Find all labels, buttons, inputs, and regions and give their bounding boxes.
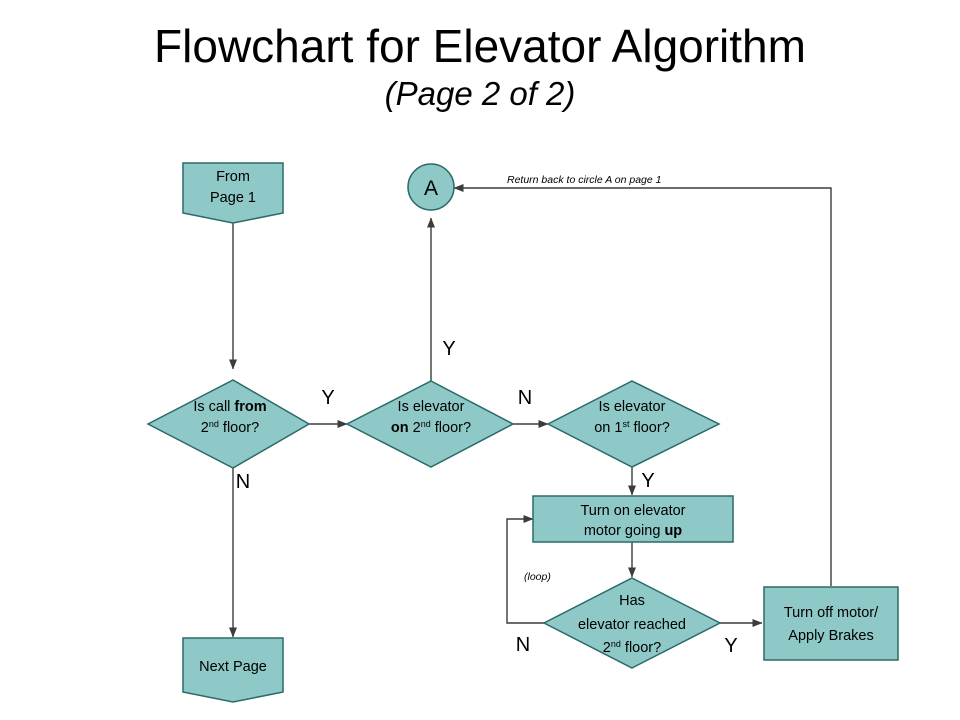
process-motor-up-line1: Turn on elevator: [580, 503, 685, 519]
next-page-connector: Next Page: [182, 637, 284, 703]
decision-call-from-2nd-line1-a: Is call: [193, 399, 234, 415]
decision-on-1st-line2-a: on 1: [594, 420, 622, 436]
decision-reached-2nd-line3-a: 2: [603, 640, 611, 656]
decision-reached-2nd-shape: [542, 577, 722, 669]
from-page-1-label-line1: From: [216, 169, 250, 185]
decision-call-from-2nd-line2-a: 2: [201, 420, 209, 436]
decision-on-2nd-line2: on 2nd floor?: [391, 419, 471, 436]
return-note: Return back to circle A on page 1: [507, 174, 661, 186]
process-motor-up-line2-b: up: [664, 523, 682, 539]
decision-on-1st-shape: [546, 380, 721, 468]
arrow-loop-back: [506, 515, 544, 624]
label-call-from-2nd-no: N: [236, 471, 250, 493]
next-page-label: Next Page: [199, 659, 267, 675]
label-on-1st-yes: Y: [641, 470, 654, 492]
decision-elevator-on-1st-floor: Is elevator on 1st floor?: [546, 380, 721, 468]
decision-on-1st-line2: on 1st floor?: [594, 419, 670, 436]
page-subtitle: (Page 2 of 2): [384, 75, 576, 112]
decision-on-2nd-shape: [345, 380, 515, 468]
decision-call-from-2nd-line1: Is call from: [193, 399, 266, 415]
next-page-shape: [182, 637, 284, 703]
connector-a-label: A: [424, 177, 438, 200]
decision-call-from-2nd-line2-b: floor?: [219, 420, 259, 436]
decision-reached-2nd-line3-b: floor?: [621, 640, 661, 656]
page-title: Flowchart for Elevator Algorithm: [154, 20, 806, 72]
label-reached-2nd-no: N: [516, 634, 530, 656]
from-page-1-label-line2: Page 1: [210, 190, 256, 206]
from-page-1-shape: [182, 162, 284, 224]
decision-call-from-2nd-line2-sup: nd: [209, 419, 219, 429]
process-motor-up-line2: motor going up: [584, 523, 682, 539]
decision-on-1st-line1: Is elevator: [599, 399, 666, 415]
decision-reached-2nd-line3-sup: nd: [611, 639, 621, 649]
label-on-2nd-no: N: [518, 387, 532, 409]
decision-on-2nd-line1: Is elevator: [398, 399, 465, 415]
label-reached-2nd-yes: Y: [724, 635, 737, 657]
process-motor-up-box: [532, 495, 734, 543]
decision-on-2nd-line2-sup: nd: [421, 419, 431, 429]
process-brakes-box: [763, 586, 899, 661]
process-brakes-line1: Turn off motor/: [784, 605, 879, 621]
decision-call-from-2nd-line2: 2nd floor?: [201, 419, 259, 436]
decision-on-2nd-line2-c: floor?: [431, 420, 471, 436]
connector-a: A: [407, 163, 455, 211]
loop-note: (loop): [524, 571, 551, 583]
process-brakes-line2: Apply Brakes: [788, 628, 873, 644]
decision-reached-2nd-line2: elevator reached: [578, 617, 686, 633]
decision-on-2nd-line2-b: 2: [409, 420, 421, 436]
label-call-from-2nd-yes: Y: [321, 387, 334, 409]
from-page-1-connector: From Page 1: [182, 162, 284, 224]
decision-call-from-2nd-shape: [146, 379, 311, 469]
process-motor-going-up: Turn on elevator motor going up: [532, 495, 734, 543]
arrow-return-to-a: [453, 184, 832, 586]
connector-a-circle: [407, 163, 455, 211]
process-apply-brakes: Turn off motor/ Apply Brakes: [763, 586, 899, 661]
title-block: Flowchart for Elevator Algorithm (Page 2…: [0, 18, 960, 114]
decision-on-1st-line2-sup: st: [622, 419, 630, 429]
decision-elevator-on-2nd-floor: Is elevator on 2nd floor?: [345, 380, 515, 468]
decision-call-from-2nd-line1-b: from: [234, 399, 266, 415]
decision-on-2nd-line2-a: on: [391, 420, 409, 436]
label-on-2nd-yes: Y: [442, 338, 455, 360]
decision-reached-2nd-line3: 2nd floor?: [603, 639, 661, 656]
decision-call-from-2nd-floor: Is call from 2nd floor?: [146, 379, 311, 469]
process-motor-up-line2-a: motor going: [584, 523, 665, 539]
decision-on-1st-line2-b: floor?: [629, 420, 669, 436]
decision-reached-2nd-floor: Has elevator reached 2nd floor?: [542, 577, 722, 669]
decision-reached-2nd-line1: Has: [619, 593, 645, 609]
